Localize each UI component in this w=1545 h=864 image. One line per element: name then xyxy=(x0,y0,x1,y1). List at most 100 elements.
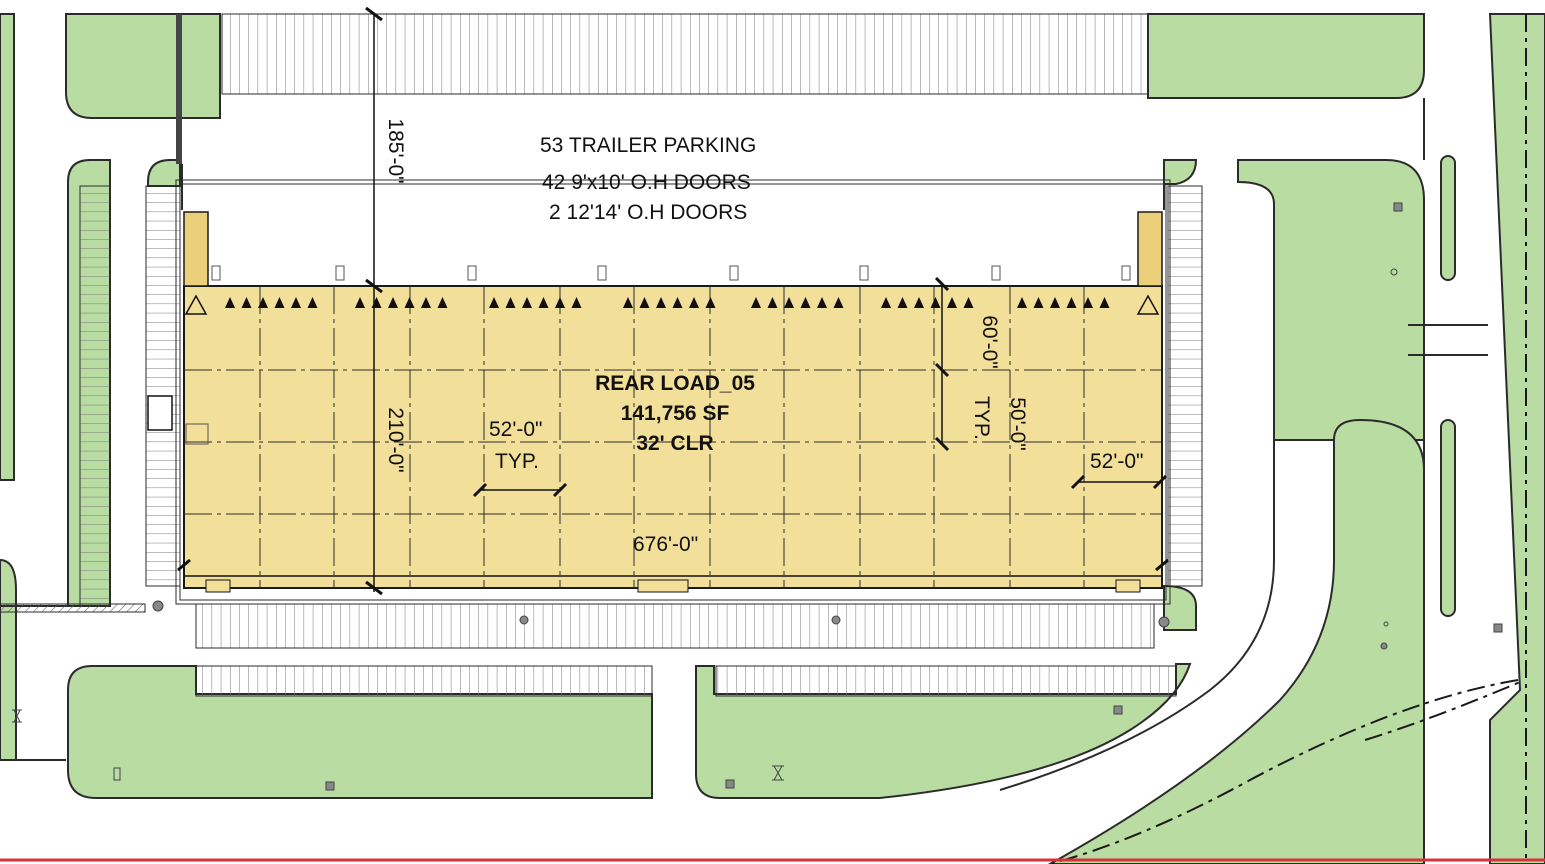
dock-door xyxy=(225,297,235,308)
landscape-island-east xyxy=(1237,159,1425,441)
building xyxy=(147,211,1163,593)
dock-marker xyxy=(991,265,1001,281)
dock-marker xyxy=(211,265,221,281)
dock-door xyxy=(639,297,650,308)
truck-court-dimension: 185'-0" xyxy=(384,118,407,184)
median-islands xyxy=(1440,155,1456,617)
stalls-top-row xyxy=(221,13,1149,95)
dock-door xyxy=(1099,297,1110,308)
dock-door xyxy=(489,297,499,308)
dock-door xyxy=(914,297,924,308)
landscape-island-west-corner xyxy=(147,159,181,187)
dock-door xyxy=(656,297,666,308)
dock-door xyxy=(1083,297,1093,308)
building-depth-dimension: 210'-0" xyxy=(384,407,407,473)
trailer-parking-note: 53 TRAILER PARKING xyxy=(540,134,757,157)
stalls-west-row xyxy=(79,185,111,607)
landscape-island-top-right xyxy=(1147,13,1425,99)
dock-door xyxy=(767,297,778,308)
west-transformer xyxy=(185,423,209,445)
dock-door xyxy=(571,297,582,308)
bay-width-typ: TYP. xyxy=(495,450,539,473)
parking-stalls xyxy=(79,13,1203,697)
dock-door xyxy=(421,297,431,308)
dock-door xyxy=(274,297,285,308)
landscape-island-bottom-right xyxy=(695,663,1192,799)
building-name: REAR LOAD_05 xyxy=(595,372,755,395)
landscape-east-strip xyxy=(1163,159,1198,185)
dock-door xyxy=(505,297,516,308)
dock-door xyxy=(689,297,699,308)
office-entry-center xyxy=(637,579,689,593)
stalls-west-row-inner xyxy=(145,185,181,587)
dock-door xyxy=(930,297,941,308)
light-pole-icons xyxy=(12,709,784,781)
dock-marker xyxy=(335,265,345,281)
landscape-strip-left-outer xyxy=(0,13,15,481)
column-grid xyxy=(184,286,1162,588)
landscape-strip-left-lower xyxy=(0,558,17,761)
dock-marker xyxy=(467,265,477,281)
stalls-east-row xyxy=(1167,185,1203,587)
dock-door xyxy=(355,297,365,308)
dock-door xyxy=(705,297,716,308)
dock-door xyxy=(672,297,683,308)
site-symbols xyxy=(152,202,1503,791)
bay-depth-dimension: 50'-0" xyxy=(1006,397,1029,451)
dock-marker xyxy=(1121,265,1131,281)
building-clear-height: 32' CLR xyxy=(636,432,714,455)
dock-door xyxy=(784,297,794,308)
drive-in-door-west xyxy=(184,294,208,315)
office-entry-west xyxy=(205,579,231,593)
drive-lines xyxy=(0,98,1488,864)
dock-door xyxy=(800,297,811,308)
landscape-island-top-left xyxy=(65,13,221,119)
stalls-bottom-row-3 xyxy=(715,665,1177,697)
dock-door xyxy=(1066,297,1077,308)
dock-door xyxy=(751,297,761,308)
building-area: 141,756 SF xyxy=(620,402,730,425)
drive-in-doors-note: 2 12'14' O.H DOORS xyxy=(549,201,748,224)
truck-court xyxy=(181,164,1165,210)
dock-door xyxy=(437,297,448,308)
dock-marker xyxy=(859,265,869,281)
dock-door xyxy=(947,297,957,308)
office-entry-east xyxy=(1115,579,1141,593)
landscape-east-lower xyxy=(1047,418,1425,864)
building-length-dimension: 676'-0" xyxy=(633,533,699,556)
dock-door xyxy=(897,297,908,308)
dock-door xyxy=(555,297,565,308)
speed-bay-dimension: 60'-0" xyxy=(978,315,1001,369)
dock-marker xyxy=(729,265,739,281)
dock-door xyxy=(404,297,415,308)
dock-door xyxy=(241,297,252,308)
stalls-bottom-row-1 xyxy=(195,603,1155,649)
dock-pad-west xyxy=(183,211,209,287)
dock-door xyxy=(388,297,398,308)
dock-door xyxy=(538,297,549,308)
drive-in-door-east xyxy=(1136,294,1160,315)
dock-door xyxy=(291,297,301,308)
end-bay-dimension: 52'-0" xyxy=(1090,450,1144,473)
dock-marker xyxy=(597,265,607,281)
stalls-bottom-row-2 xyxy=(195,665,653,697)
north-fence-hatch xyxy=(176,14,182,164)
dock-door xyxy=(881,297,891,308)
dock-doors xyxy=(211,265,1131,308)
speed-bay-typ: TYP. xyxy=(970,396,993,440)
property-lines xyxy=(1049,14,1527,864)
dock-doors-note: 42 9'x10' O.H DOORS xyxy=(542,171,751,194)
west-curb-hatch xyxy=(0,603,146,613)
dock-door xyxy=(307,297,318,308)
west-equipment xyxy=(147,395,173,431)
dock-door xyxy=(623,297,633,308)
dock-door xyxy=(1017,297,1027,308)
sidewalk xyxy=(175,179,1171,605)
dock-door xyxy=(1050,297,1060,308)
dock-door xyxy=(963,297,974,308)
dock-door xyxy=(817,297,827,308)
dock-door xyxy=(522,297,532,308)
building-footprint xyxy=(183,285,1163,589)
dimension-lines xyxy=(177,6,1169,596)
